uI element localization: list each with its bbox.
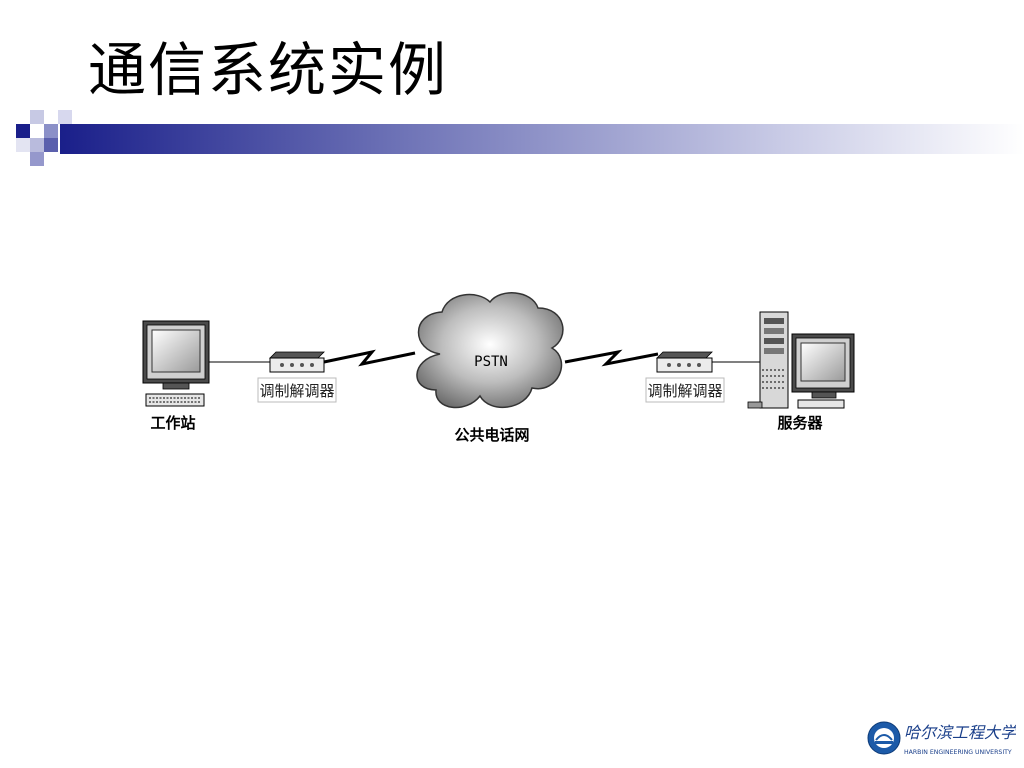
- deco-square: [30, 138, 44, 152]
- server-label: 服务器: [777, 414, 823, 432]
- university-seal-icon: [867, 721, 901, 755]
- workstation-label: 工作站: [150, 414, 195, 432]
- gradient-bar: [60, 124, 1024, 154]
- lightning-left: [323, 349, 416, 367]
- modem-right-icon: [656, 351, 713, 373]
- lightning-right: [564, 349, 659, 367]
- network-diagram: 工作站 调制解调器 PSTN 公共电话网 调制解调器: [142, 292, 855, 444]
- modem-left-label-box: [257, 377, 337, 403]
- slide-title: 通信系统实例: [88, 36, 449, 104]
- title-decoration-bar: [16, 110, 1024, 166]
- deco-square: [44, 138, 58, 152]
- deco-square: [16, 138, 30, 152]
- logo-name-en: HARBIN ENGINEERING UNIVERSITY: [904, 749, 1012, 756]
- pstn-cloud-icon: [416, 292, 564, 409]
- university-logo: 哈尔滨工程大学 HARBIN ENGINEERING UNIVERSITY: [867, 721, 1016, 756]
- deco-square: [44, 124, 58, 138]
- modem-right-label: 调制解调器: [647, 382, 722, 400]
- deco-square: [44, 110, 58, 124]
- deco-square: [58, 110, 72, 124]
- pstn-label: PSTN: [474, 354, 508, 370]
- pstn-caption: 公共电话网: [454, 426, 529, 444]
- server-icon: [747, 311, 855, 409]
- deco-square: [16, 124, 30, 138]
- deco-square: [30, 152, 44, 166]
- workstation-icon: [142, 320, 210, 407]
- modem-right-label-box: [645, 377, 725, 403]
- logo-name-cn: 哈尔滨工程大学: [904, 723, 1016, 742]
- deco-square: [30, 110, 44, 124]
- modem-left-icon: [269, 351, 325, 373]
- modem-left-label: 调制解调器: [259, 382, 334, 400]
